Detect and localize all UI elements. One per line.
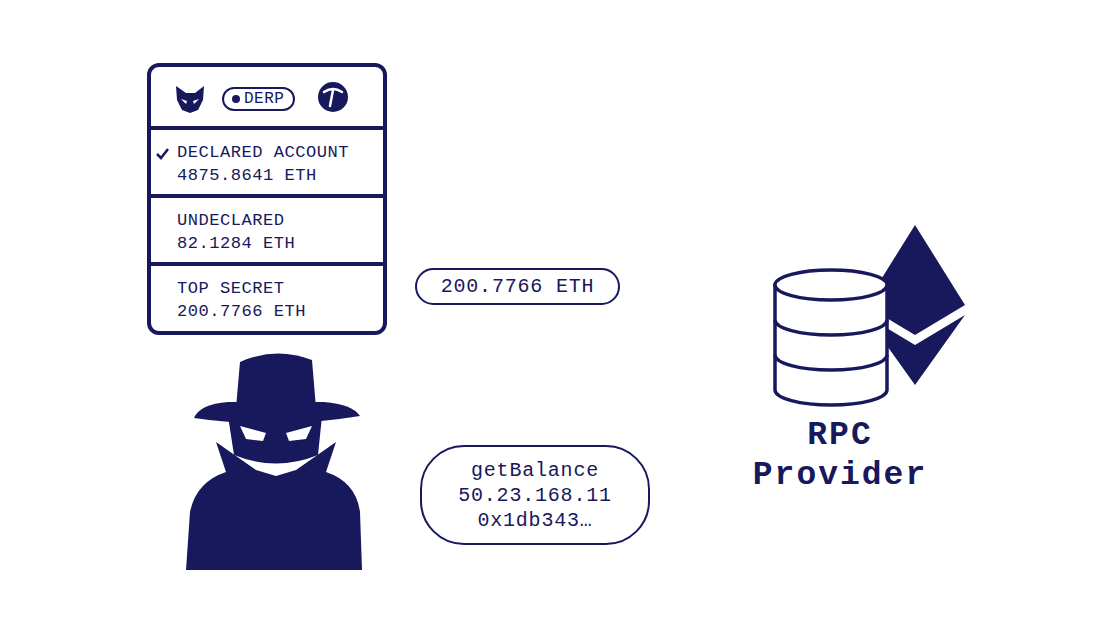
balance-pill: 200.7766 ETH — [415, 268, 620, 305]
node-text: UNDECLARED — [177, 209, 383, 232]
spy-figure — [186, 353, 362, 570]
pick-icon — [318, 82, 348, 112]
node-text: 4875.8641 ETH — [177, 164, 383, 187]
node-text: DERP — [244, 90, 284, 108]
node-text: TOP SECRET — [177, 277, 383, 300]
node-text: 0x1db343… — [477, 508, 592, 533]
status-dot — [232, 95, 240, 103]
node-text: getBalance — [471, 458, 599, 483]
wallet-panel: DERPDECLARED ACCOUNT4875.8641 ETHUNDECLA… — [147, 63, 387, 335]
node-text: RPC Provider — [750, 416, 930, 496]
checkmark — [157, 149, 168, 158]
request-bubble: getBalance50.23.168.110x1db343… — [420, 445, 650, 545]
node-text: DECLARED ACCOUNT — [177, 141, 383, 164]
provider-label: RPC Provider — [740, 416, 940, 496]
account-row: DECLARED ACCOUNT4875.8641 ETH — [151, 126, 383, 194]
node-text: 50.23.168.11 — [458, 483, 612, 508]
database-symbol — [775, 270, 887, 405]
fox-icon — [176, 86, 204, 113]
network-pill: DERP — [222, 87, 295, 111]
account-row: TOP SECRET200.7766 ETH — [151, 262, 383, 331]
node-text: 200.7766 ETH — [177, 300, 383, 323]
node-text: 200.7766 ETH — [441, 275, 595, 298]
node-text: 82.1284 ETH — [177, 232, 383, 255]
account-row: UNDECLARED82.1284 ETH — [151, 194, 383, 262]
